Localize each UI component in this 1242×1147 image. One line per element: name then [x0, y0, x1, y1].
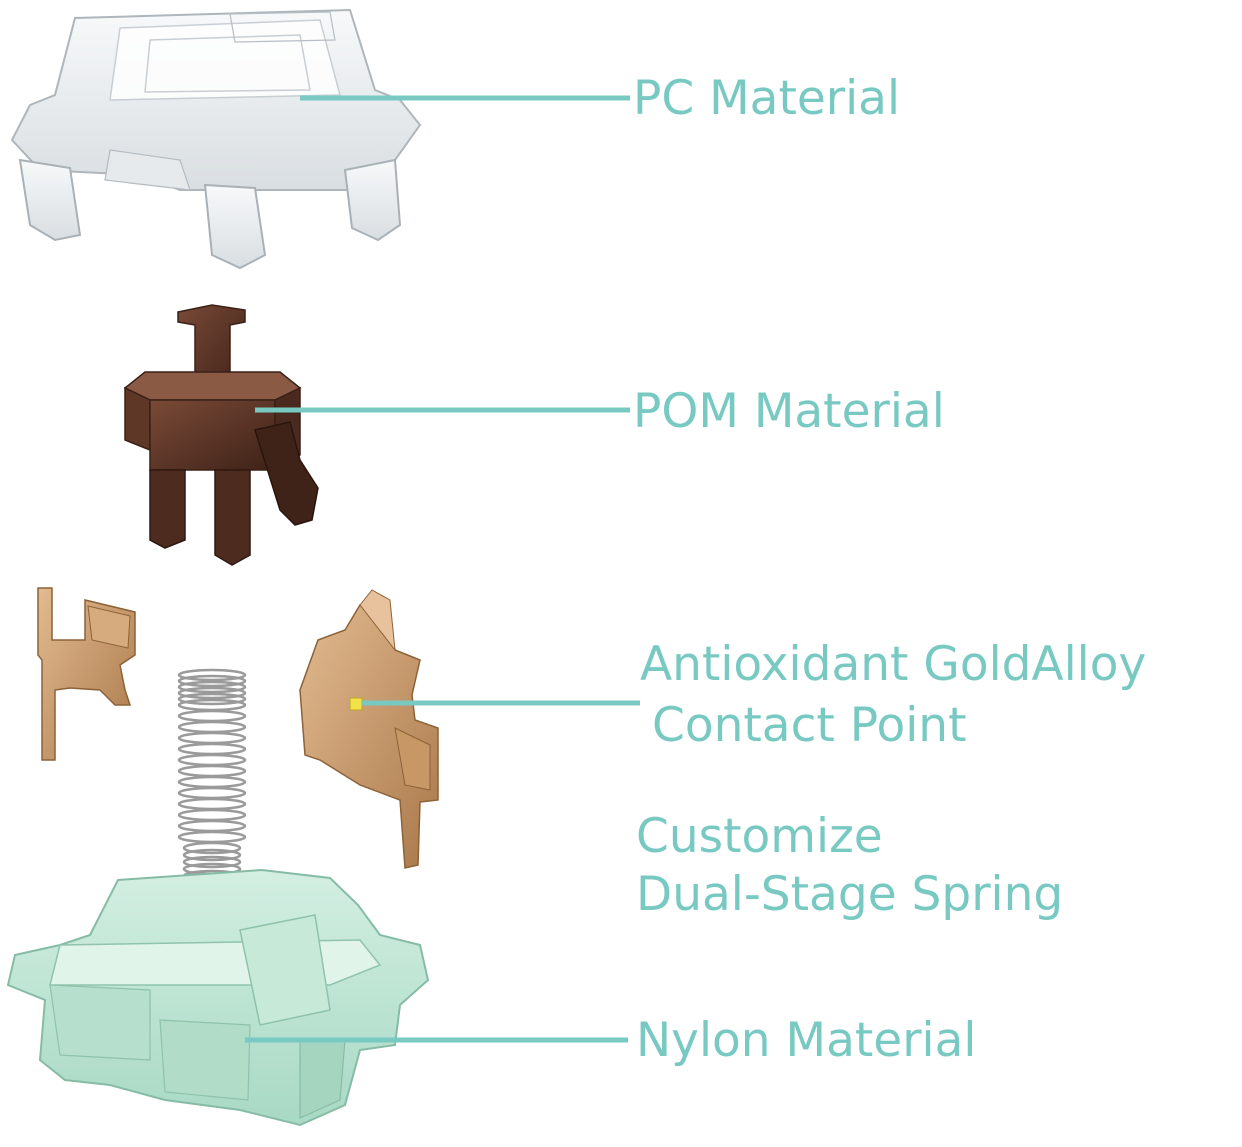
spring-coil: [182, 855, 242, 869]
spring-coil: [177, 692, 247, 706]
spring-coil: [177, 680, 247, 694]
leader-lines: [245, 95, 640, 1043]
label-nylon-material: Nylon Material: [636, 1013, 977, 1068]
label-spring-line2: Dual-Stage Spring: [636, 867, 1064, 922]
contact-point-dot: [349, 697, 363, 711]
spring-coil: [177, 808, 247, 822]
spring-coil: [177, 830, 247, 844]
label-pom-material: POM Material: [633, 384, 945, 439]
spring-coil: [177, 775, 247, 789]
spring-coil: [177, 764, 247, 778]
spring-coil: [177, 753, 247, 767]
right-contact-leaf: [299, 589, 439, 869]
top-housing: [10, 8, 422, 270]
label-antioxidant-line1: Antioxidant GoldAlloy: [640, 637, 1147, 692]
label-antioxidant-line2: Contact Point: [652, 698, 967, 753]
spring-coil: [177, 731, 247, 745]
label-pc-material: PC Material: [633, 71, 901, 126]
spring-coil: [177, 674, 247, 688]
spring-coil: [182, 841, 242, 855]
spring-coil: [177, 686, 247, 700]
bottom-housing: [6, 868, 430, 1127]
spring-coil: [177, 819, 247, 833]
spring-coil: [177, 797, 247, 811]
label-spring-line1: Customize: [636, 809, 883, 864]
stem: [123, 304, 319, 566]
spring-coil: [182, 848, 242, 862]
left-contact-leaf: [37, 587, 136, 761]
spring-coil: [177, 709, 247, 723]
spring-coil: [177, 720, 247, 734]
spring-coil: [177, 668, 247, 682]
spring-coil: [177, 742, 247, 756]
spring-coil: [177, 786, 247, 800]
